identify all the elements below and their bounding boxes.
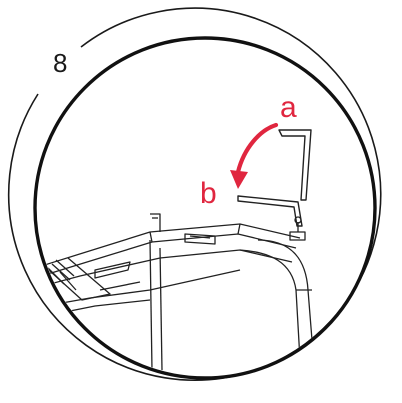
label-a: a (280, 91, 297, 124)
curved-arrow-icon (230, 122, 279, 189)
step-number: 8 (53, 48, 67, 78)
hex-key-b (237, 195, 303, 227)
detail-circle (33, 36, 377, 380)
hex-key-a (278, 129, 312, 201)
table-frame (37, 213, 313, 371)
label-b: b (200, 177, 217, 210)
